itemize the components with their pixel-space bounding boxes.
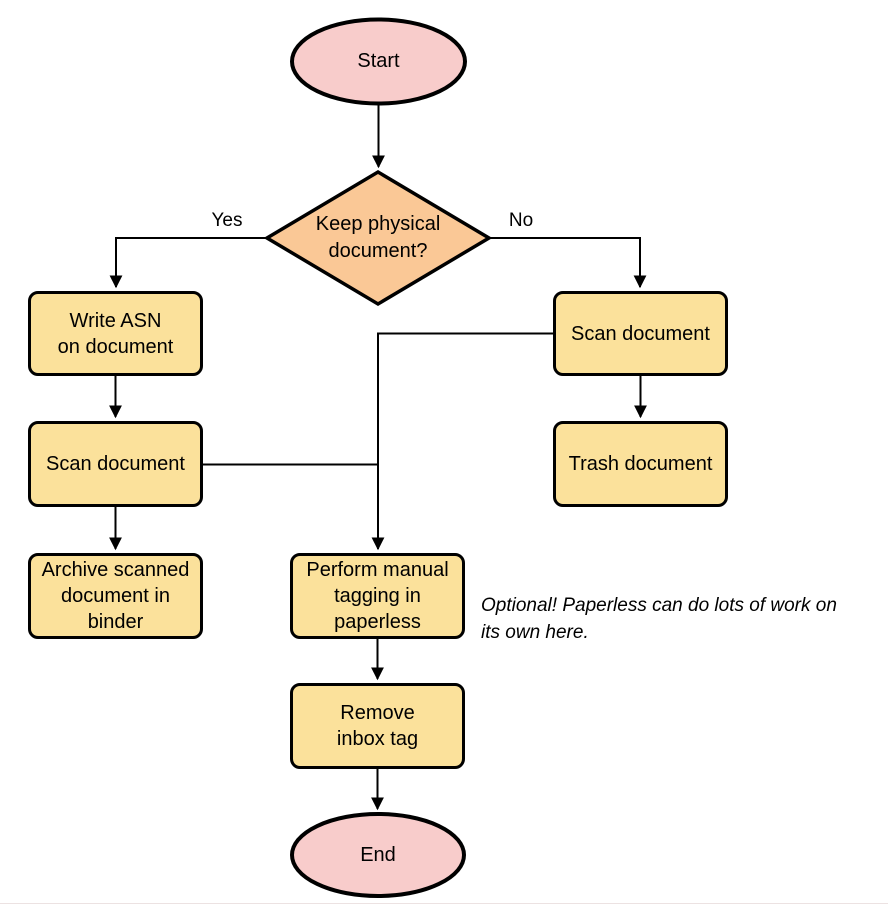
edge-label-yes: Yes bbox=[211, 210, 243, 231]
optional-note: Optional! Paperless can do lots of work … bbox=[481, 595, 837, 643]
end-node-shape bbox=[290, 812, 466, 898]
edge-decision-yes-to-write-asn bbox=[109, 237, 266, 289]
remove-inbox-tag-node: Remove inbox tag bbox=[290, 683, 465, 769]
scan-document-right-node: Scan document bbox=[553, 291, 728, 376]
write-asn-node: Write ASN on document bbox=[28, 291, 203, 376]
edge-scan-right-to-tagging bbox=[371, 332, 553, 551]
decision-node-shape bbox=[263, 169, 493, 307]
edge-label-no: No bbox=[508, 210, 534, 231]
bottom-divider bbox=[0, 903, 888, 904]
trash-document-node: Trash document bbox=[553, 421, 728, 507]
start-node-shape bbox=[290, 17, 467, 106]
archive-document-node: Archive scanned document in binder bbox=[28, 553, 203, 639]
scan-document-left-node: Scan document bbox=[28, 421, 203, 507]
manual-tagging-node: Perform manual tagging in paperless bbox=[290, 553, 465, 639]
edge-decision-no-to-scan-right bbox=[490, 237, 647, 289]
